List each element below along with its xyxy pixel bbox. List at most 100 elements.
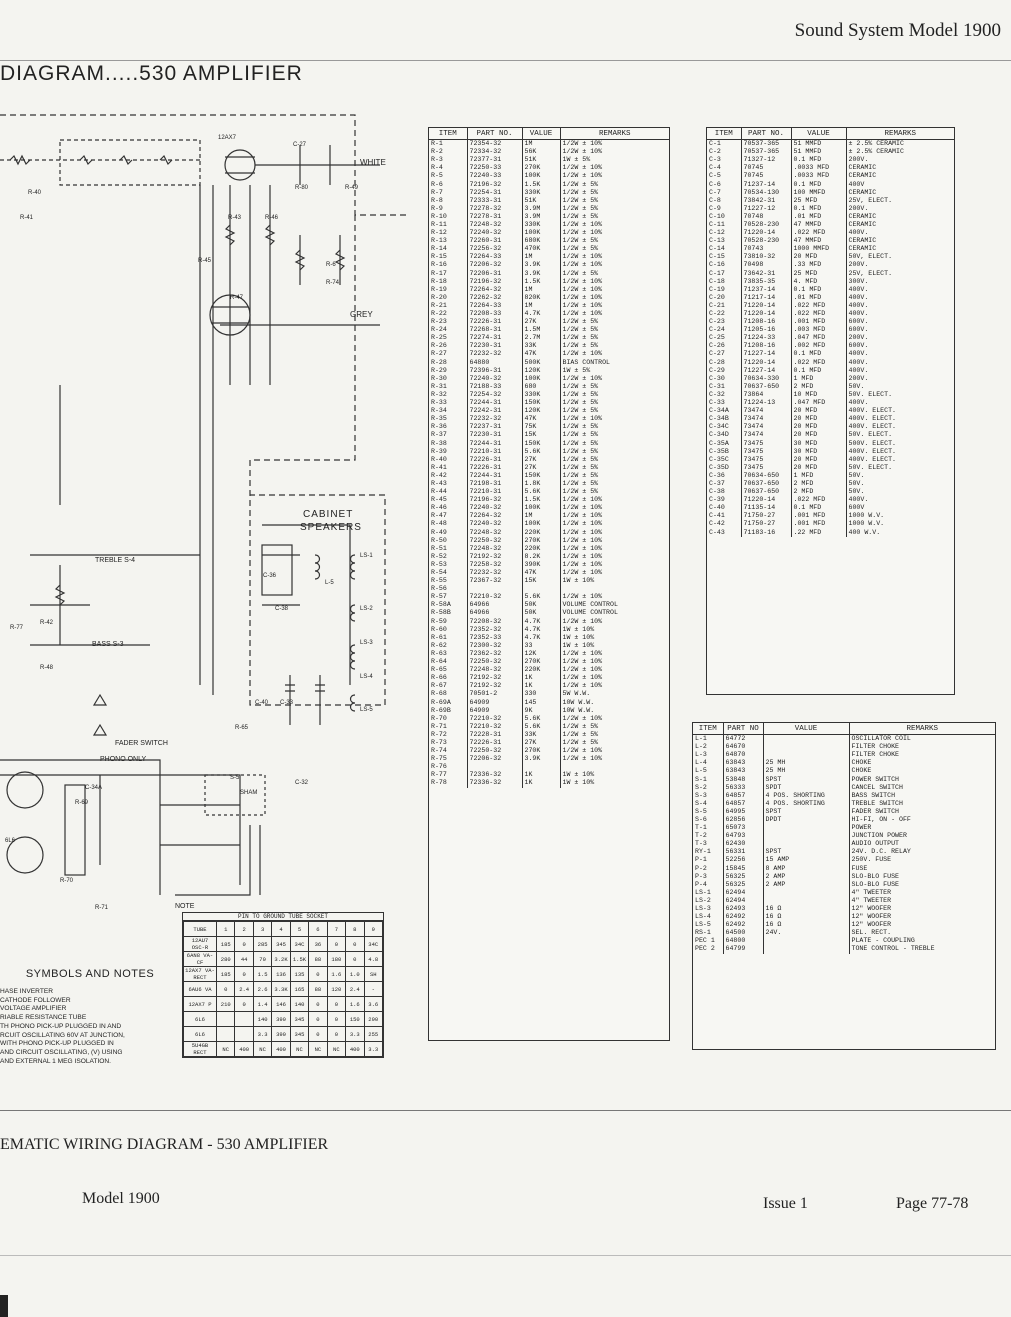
table-cell: 400V. <box>848 310 869 318</box>
schematic-part-label: LS-1 <box>360 553 373 559</box>
table-cell: C-6 <box>707 180 742 189</box>
table-cell: 1/2W ± 10% <box>562 682 603 690</box>
table-cell: C-16 <box>707 261 742 270</box>
table-cell: C-27 <box>707 350 742 359</box>
table-cell: 64880 <box>467 358 523 367</box>
table-cell: C-32 <box>707 390 742 399</box>
schematic-label-speakers: SPEAKERS <box>300 522 362 533</box>
schematic-part-label: R-49 <box>345 185 359 191</box>
tube-chart-cell: 1.0 <box>345 966 365 982</box>
table-cell: 0.1 MFD <box>791 366 847 375</box>
table-cell: SEL. RECT. <box>851 929 892 937</box>
table-cell <box>522 585 561 594</box>
table-cell: 2 MFD <box>791 382 847 391</box>
table-cell: 27K <box>522 463 561 472</box>
table-cell: 56K <box>522 148 561 157</box>
footer-issue: Issue 1 <box>763 1195 808 1212</box>
schematic-part-label: R-74 <box>326 280 340 286</box>
table-cell: 72248-32 <box>467 528 523 537</box>
schematic-part-label: R-70 <box>60 878 74 884</box>
schematic-part-label: SHAM <box>240 790 258 796</box>
table-cell: R-68 <box>429 690 468 699</box>
tube-chart-cell: 0 <box>308 1026 328 1042</box>
table-cell: R-78 <box>429 779 468 788</box>
tube-chart-cell: 0 <box>308 1011 328 1027</box>
table-cell: .001 MFD <box>791 318 847 327</box>
table-cell: C-2 <box>707 148 742 157</box>
tube-chart-cell: 0 <box>215 981 236 997</box>
table-cell: 1K <box>522 771 561 780</box>
table-cell: 270K <box>522 164 561 173</box>
schematic-part-label: R-48 <box>40 665 54 671</box>
tube-chart-header-cell: 1 <box>215 921 236 937</box>
table-cell: TONE CONTROL - TREBLE <box>851 945 935 953</box>
table-cell: 64966 <box>467 601 523 610</box>
table-cell: 73810-32 <box>741 253 792 262</box>
table-cell: 15K <box>522 431 561 440</box>
tube-chart-cell: 34C <box>289 936 310 952</box>
table-cell: 70745 <box>741 164 792 173</box>
table-cell: 1/2W ± 5% <box>562 407 599 415</box>
table-cell: LS-4 <box>693 913 724 922</box>
table-cell: 71220-14 <box>741 301 792 310</box>
table-cell: 1/2W ± 10% <box>562 560 603 568</box>
table-cell: 73474 <box>741 415 792 424</box>
table-cell: 33K <box>522 342 561 351</box>
table-cell: R-73 <box>429 738 468 748</box>
table-cell: R-6 <box>429 180 468 189</box>
table-cell: 72264-33 <box>467 253 523 262</box>
schematic-part-label: R-46 <box>265 215 279 221</box>
table-cell: 1/2W ± 10% <box>562 220 603 228</box>
tube-chart-cell: 12AU7 OSC-R <box>183 936 217 952</box>
table-cell: 470K <box>522 245 561 254</box>
table-cell: 20 MFD <box>791 415 847 424</box>
table-cell: CERAMIC <box>848 237 877 245</box>
table-cell: 1M <box>522 301 561 310</box>
table-cell: 50V. <box>848 479 865 487</box>
table-cell: 56325 <box>723 872 764 881</box>
table-cell: C-33 <box>707 399 742 408</box>
table-cell: 1/2W ± 10% <box>562 293 603 301</box>
table-cell: R-25 <box>429 334 468 343</box>
table-cell: 72196-32 <box>467 180 523 189</box>
table-cell: 62856 <box>723 815 764 825</box>
table-cell: 72230-31 <box>467 431 523 440</box>
table-cell: 0.1 MFD <box>791 285 847 294</box>
table-cell: R-58B <box>429 609 468 618</box>
table-cell: 100 MMFD <box>791 188 847 197</box>
tube-chart-cell: 0 <box>234 996 254 1012</box>
table-cell: OSCILLATOR COIL <box>851 735 911 743</box>
table-cell: 4. MFD <box>791 277 847 286</box>
table-cell: 1/2W ± 5% <box>562 399 599 407</box>
table-cell: 250V. FUSE <box>851 856 892 864</box>
table-cell: 5.6K <box>522 447 561 456</box>
schematic-part-label: C-32 <box>295 780 309 786</box>
table-cell: 4" TWEETER <box>851 888 892 896</box>
schematic-part-label: C-38 <box>275 606 289 612</box>
table-cell: 10W W.W. <box>562 698 595 706</box>
tube-chart-cell: 255 <box>363 1026 383 1042</box>
table-cell: C-42 <box>707 520 742 529</box>
table-cell: 71237-14 <box>741 285 792 294</box>
table-cell: 72262-32 <box>467 293 523 302</box>
table-cell: C-17 <box>707 269 742 278</box>
table-cell: 27K <box>522 455 561 464</box>
table-cell: BIAS CONTROL <box>562 358 610 366</box>
schematic-part-label: C-36 <box>263 573 277 579</box>
table-cell: 270K <box>522 747 561 756</box>
table-cell: R-65 <box>429 666 468 675</box>
table-cell: 72228-31 <box>467 730 523 739</box>
table-cell: 1M <box>522 512 561 521</box>
tube-6l6-b <box>6 836 44 874</box>
tube-chart-cell: 3.3K <box>271 981 291 997</box>
